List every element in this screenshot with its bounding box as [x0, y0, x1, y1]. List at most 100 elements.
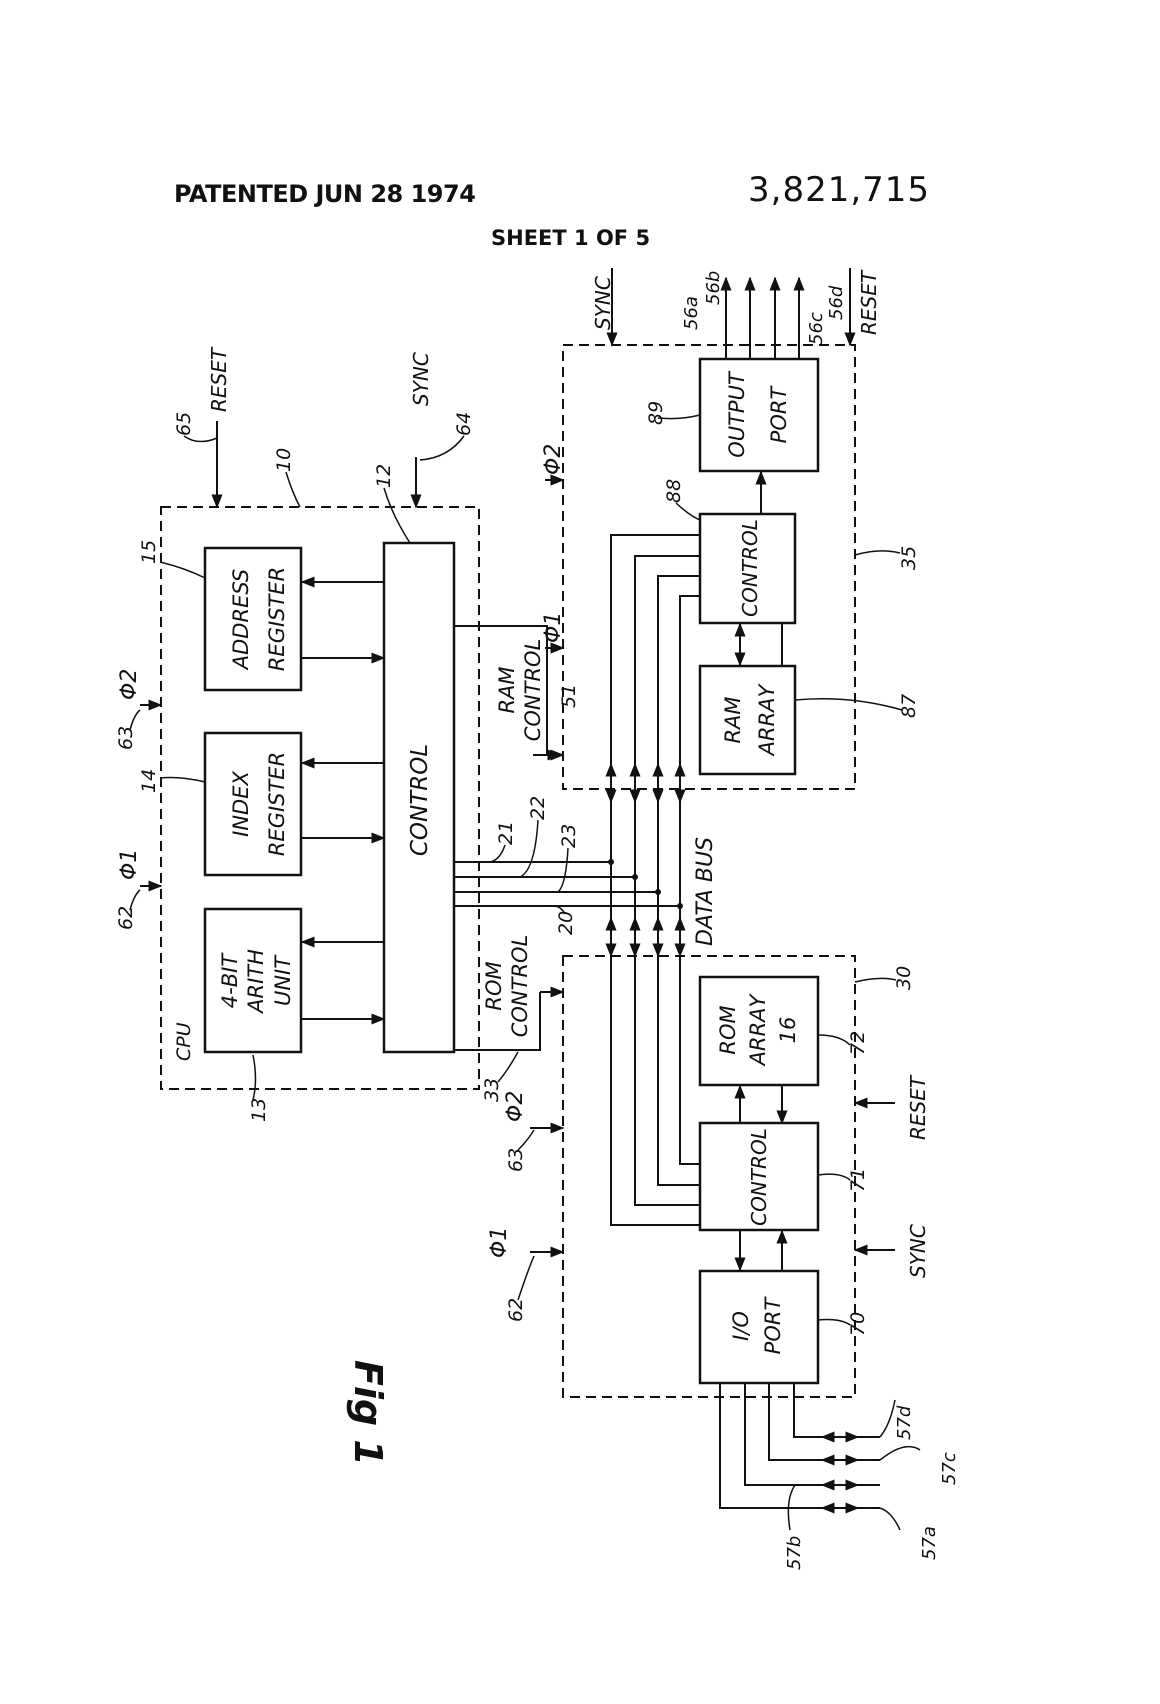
svg-text:70: 70	[847, 1312, 869, 1336]
cpu-sync-input: 64 SYNC	[409, 352, 475, 461]
svg-text:57b: 57b	[784, 1536, 805, 1570]
io-port-block	[698, 1269, 820, 1385]
ram-sync-input: SYNC	[591, 276, 615, 330]
ram-reset-input: RESET	[857, 269, 881, 335]
cpu-control-label: CONTROL	[407, 744, 433, 856]
svg-text:PORT: PORT	[761, 1296, 785, 1355]
rom-control-block	[698, 1121, 820, 1232]
svg-text:Fig 1: Fig 1	[346, 1360, 390, 1466]
svg-text:CONTROL: CONTROL	[747, 1128, 771, 1226]
ref-89: 89	[645, 401, 701, 425]
svg-text:23: 23	[558, 824, 580, 848]
ref-12: 12	[373, 464, 411, 544]
svg-text:ARITH: ARITH	[244, 949, 268, 1015]
ref-10: 10	[273, 448, 301, 508]
svg-text:33: 33	[481, 1078, 503, 1102]
ref-15: 15	[138, 540, 206, 579]
svg-text:63: 63	[115, 726, 137, 750]
data-bus-label: DATA BUS	[693, 837, 718, 946]
ref-71: 71	[817, 1168, 869, 1192]
rom-sync-input: SYNC	[906, 1224, 930, 1278]
patent-number: 3,821,715	[748, 170, 931, 210]
svg-text:ROM: ROM	[716, 1005, 740, 1054]
ram-chip-boundary	[562, 344, 856, 790]
output-port-block	[698, 357, 820, 473]
ram-control-line-label: RAM CONTROL 51	[495, 639, 580, 742]
ram-array-block	[698, 664, 797, 776]
ref-30: 30	[854, 966, 915, 990]
cpu-phi1-input: 62 Φ1	[115, 849, 142, 930]
svg-text:RESET: RESET	[857, 269, 881, 335]
svg-text:15: 15	[138, 540, 160, 564]
svg-text:87: 87	[898, 694, 920, 718]
svg-text:DATA BUS: DATA BUS	[693, 837, 718, 946]
cpu-reset-input: 65 RESET	[173, 346, 231, 443]
svg-text:21: 21	[495, 821, 517, 845]
rom-reset-input: RESET	[906, 1074, 930, 1140]
svg-text:SYNC: SYNC	[409, 352, 433, 406]
svg-text:16: 16	[776, 1017, 800, 1044]
svg-text:51: 51	[558, 684, 580, 708]
svg-text:88: 88	[663, 479, 685, 503]
rom-control-line-label: ROM CONTROL 33	[481, 935, 532, 1102]
svg-text:72: 72	[847, 1031, 869, 1055]
rom-phi2-input: Φ2 63	[503, 1091, 535, 1172]
svg-text:CONTROL: CONTROL	[508, 935, 532, 1038]
cpu-phi2-input: 63 Φ2	[115, 669, 142, 750]
svg-text:57d: 57d	[894, 1405, 915, 1440]
svg-text:ARRAY: ARRAY	[755, 682, 779, 757]
svg-text:RESET: RESET	[906, 1074, 930, 1140]
svg-text:ARRAY: ARRAY	[746, 992, 770, 1067]
svg-text:35: 35	[898, 546, 920, 570]
svg-text:56d: 56d	[826, 285, 847, 320]
svg-text:ROM: ROM	[482, 961, 506, 1010]
svg-text:89: 89	[645, 401, 667, 425]
svg-text:12: 12	[373, 464, 395, 488]
svg-text:RAM: RAM	[721, 696, 745, 743]
svg-text:RESET: RESET	[207, 346, 231, 412]
svg-text:20: 20	[555, 911, 577, 935]
ref-88: 88	[663, 479, 701, 521]
svg-text:REGISTER: REGISTER	[265, 752, 289, 856]
svg-text:13: 13	[248, 1098, 270, 1122]
ref-70: 70	[817, 1312, 869, 1336]
svg-text:Φ1: Φ1	[487, 1227, 512, 1258]
ram-array-label: RAM ARRAY	[721, 682, 779, 757]
patented-date: PATENTED JUN 28 1974	[174, 180, 476, 208]
address-register-label: ADDRESS REGISTER	[229, 567, 289, 671]
svg-text:Φ1: Φ1	[117, 849, 142, 880]
svg-text:14: 14	[138, 769, 160, 793]
index-register-block	[203, 731, 303, 877]
arith-unit-block	[203, 907, 303, 1054]
svg-text:Φ1: Φ1	[541, 612, 566, 643]
svg-text:I/O: I/O	[729, 1311, 753, 1341]
svg-text:65: 65	[173, 412, 195, 436]
svg-text:10: 10	[273, 448, 295, 472]
svg-text:62: 62	[505, 1298, 527, 1322]
output-port-label: OUTPUT PORT	[725, 370, 791, 458]
svg-text:22: 22	[527, 796, 549, 820]
cpu-boundary	[160, 506, 480, 1090]
bus-line-23: 23	[557, 824, 580, 893]
ref-87: 87	[794, 694, 920, 718]
output-lines-labels: 56a 56b 56c 56d	[681, 271, 847, 345]
io-port-label: I/O PORT	[729, 1296, 785, 1355]
rom-array-label: ROM ARRAY 16	[716, 992, 800, 1067]
svg-text:63: 63	[505, 1148, 527, 1172]
bus-line-22: 22	[519, 796, 549, 878]
sheet-number: SHEET 1 OF 5	[491, 226, 651, 250]
cpu-label: CPU	[173, 1022, 195, 1061]
svg-text:64: 64	[453, 412, 475, 436]
ref-13: 13	[248, 1054, 270, 1122]
svg-text:4-BIT: 4-BIT	[218, 952, 242, 1009]
svg-text:CPU: CPU	[173, 1022, 195, 1061]
bus-line-21: 21	[489, 821, 517, 863]
svg-text:REGISTER: REGISTER	[265, 567, 289, 671]
arith-unit-label: 4-BIT ARITH UNIT	[218, 949, 295, 1015]
svg-text:CONTROL: CONTROL	[738, 519, 762, 617]
ref-35: 35	[854, 546, 920, 570]
svg-text:RAM: RAM	[495, 666, 519, 713]
svg-text:Φ2: Φ2	[117, 669, 142, 700]
ram-phi1-input: Φ1	[541, 612, 566, 643]
